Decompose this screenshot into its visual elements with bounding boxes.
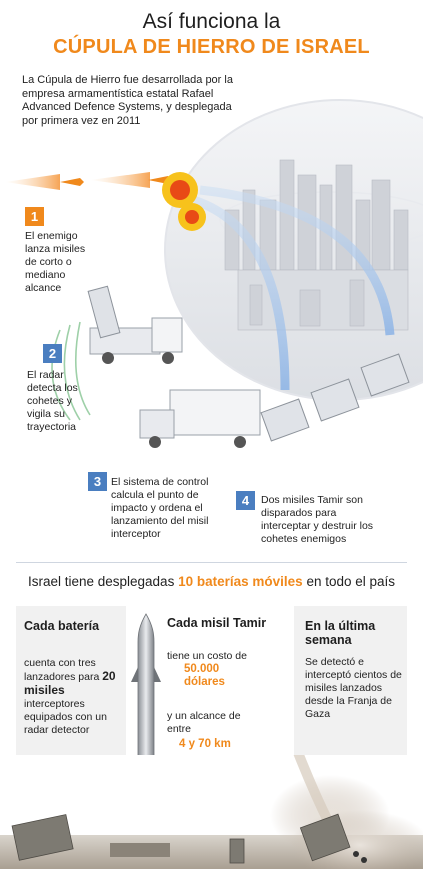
title-line-1: Así funciona la	[142, 10, 281, 33]
launch-scene-photo	[0, 755, 423, 869]
step-1-badge: 1	[25, 207, 44, 226]
launcher-batteries	[260, 353, 410, 442]
control-truck	[139, 389, 261, 448]
tamir-range-value: 4 y 70 km	[179, 738, 231, 750]
deployment-line: Israel tiene desplegadas 10 baterías móv…	[0, 574, 423, 589]
title-line-2: CÚPULA DE HIERRO DE ISRAEL	[53, 36, 370, 58]
tamir-cost-value: 50.000 dólares	[184, 663, 225, 688]
radar-truck	[87, 285, 183, 364]
deployment-suffix: en todo el país	[306, 574, 396, 589]
tamir-heading: Cada misil Tamir	[167, 616, 267, 630]
step-4-badge: 4	[236, 491, 255, 510]
deployment-highlight: 10 baterías móviles	[178, 574, 303, 589]
lastweek-panel	[294, 606, 407, 756]
lastweek-heading: En la última semana	[305, 619, 376, 647]
battery-text-after: interceptores equipados con un radar det…	[24, 698, 107, 736]
step-2-text: El radar detecta los cohetes y vigila su…	[27, 369, 78, 433]
separator	[16, 562, 407, 563]
explosion-icons	[162, 172, 206, 231]
battery-panel	[16, 606, 126, 756]
battery-text-before: cuenta con tres lanzadores para	[24, 657, 100, 683]
step-3-badge: 3	[88, 472, 107, 491]
battery-heading: Cada batería	[24, 619, 100, 633]
incoming-rockets	[5, 172, 172, 190]
iron-dome-illustration	[5, 99, 423, 448]
step-2-badge: 2	[43, 344, 62, 363]
step-1-text: El enemigo lanza misiles de corto o medi…	[25, 230, 86, 294]
step-3-text: El sistema de control calcula el punto d…	[111, 476, 209, 540]
battery-highlight: 20 misiles	[24, 669, 116, 697]
deployment-prefix: Israel tiene desplegadas	[27, 574, 175, 589]
step-4-text: Dos misiles Tamir son disparados para in…	[261, 494, 374, 545]
interceptor-trail-1	[169, 190, 290, 391]
tamir-range-label: y un alcance de entre	[167, 710, 241, 735]
lastweek-text: Se detectó e interceptó cientos de misil…	[305, 656, 402, 720]
intro-text: La Cúpula de Hierro fue desarrollada por…	[22, 74, 233, 127]
radar-waves	[51, 321, 91, 421]
battery-text: cuenta con tres lanzadores para 20 misil…	[24, 657, 120, 737]
interceptor-trail-2	[199, 185, 395, 336]
tamir-cost-label: tiene un costo de	[167, 650, 247, 662]
